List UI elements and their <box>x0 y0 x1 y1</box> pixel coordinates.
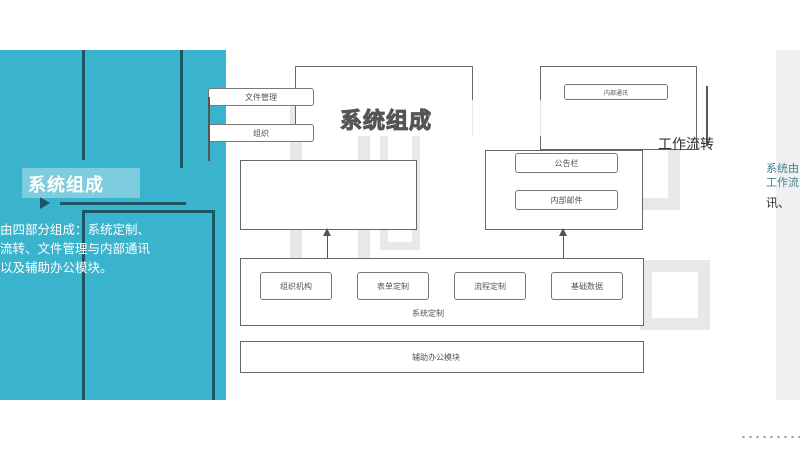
core-module-label: 系统定制 <box>412 309 444 318</box>
bottom-module-label: 辅助办公模块 <box>412 353 460 362</box>
arrow-up-icon <box>559 228 567 236</box>
bottom-module-box <box>240 341 644 373</box>
left-slide-description: 由四部分组成：系统定制、流转、文件管理与内部通讯以及辅助办公模块。 <box>0 222 151 275</box>
right-text-line: 系统由 <box>766 162 799 175</box>
chip-internal-mail: 内部邮件 <box>515 190 618 210</box>
frame-line <box>82 210 212 213</box>
frame-line <box>60 202 186 205</box>
chip-internal-comm: 内部通讯 <box>564 84 668 100</box>
frame-line <box>180 50 183 168</box>
chip-file-management: 文件管理 <box>208 88 314 106</box>
connector-line <box>208 97 210 161</box>
right-slide-text: 系统由 工作流 讯、 <box>766 162 800 210</box>
chip-bulletin: 公告栏 <box>515 153 618 173</box>
diagram-heading: 系统组成 <box>339 109 433 135</box>
heading-highlight <box>336 100 586 136</box>
arrow-up-icon <box>323 228 331 236</box>
left-slide-panel: 系统组成 由四部分组成：系统定制、流转、文件管理与内部通讯以及辅助办公模块。 <box>0 50 226 400</box>
right-text-line: 工作流 <box>766 176 799 189</box>
side-label-workflow: 工作流转 <box>658 137 714 153</box>
arrow-right-icon <box>40 197 50 209</box>
title-highlight <box>22 168 140 198</box>
connector-line <box>327 236 328 258</box>
dots-decoration <box>740 434 800 440</box>
chip-form-custom: 表单定制 <box>357 272 429 300</box>
module-box-left <box>240 160 417 230</box>
left-slide-title: 系统组成 <box>28 175 104 196</box>
connector-line <box>706 86 708 146</box>
chip-process-custom: 流程定制 <box>454 272 526 300</box>
chip-base-data: 基础数据 <box>551 272 623 300</box>
frame-line <box>82 50 85 160</box>
chip-org-structure: 组织机构 <box>260 272 332 300</box>
connector-line <box>563 236 564 258</box>
chip-organization: 组织 <box>208 124 314 142</box>
right-slide-panel <box>776 50 800 400</box>
watermark-shape <box>640 260 710 330</box>
frame-line <box>82 210 85 400</box>
frame-line <box>212 210 215 400</box>
right-text-line: 讯、 <box>766 196 791 210</box>
